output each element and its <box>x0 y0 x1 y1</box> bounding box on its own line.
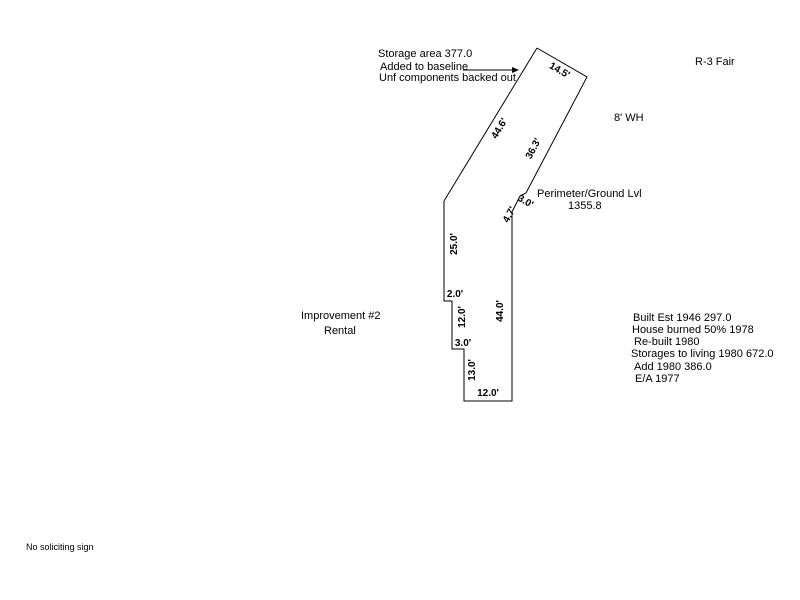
dim-left: 25.0' <box>449 233 460 255</box>
footer-note: No soliciting sign <box>26 542 94 552</box>
dim-step-top: 2.0' <box>447 289 463 300</box>
dim-step-side: 12.0' <box>457 306 468 328</box>
storage-note-3: Unf components backed out <box>379 72 516 84</box>
storage-arrow-head <box>512 67 519 73</box>
dim-notch-top: 3.0' <box>515 193 535 211</box>
dim-bottom: 12.0' <box>477 388 499 399</box>
storage-note-2: Added to baseline <box>380 61 469 73</box>
water-heater-label: 8' WH <box>614 112 644 124</box>
history-note-6: E/A 1977 <box>635 373 680 385</box>
history-note-3: Re-built 1980 <box>634 336 700 348</box>
dim-step-bottom: 3.0' <box>455 338 471 349</box>
dim-notch-side: 4.7' <box>501 205 518 225</box>
perimeter-value: 1355.8 <box>568 200 602 212</box>
history-note-4: Storages to living 1980 672.0 <box>631 348 774 360</box>
history-note-1: Built Est 1946 297.0 <box>633 312 732 324</box>
history-note-2: House burned 50% 1978 <box>632 324 754 336</box>
history-note-5: Add 1980 386.0 <box>634 361 712 373</box>
dim-upper-right: 36.3' <box>524 137 544 161</box>
improvement-use: Rental <box>324 325 356 337</box>
improvement-title: Improvement #2 <box>301 310 381 322</box>
dim-lower-left: 13.0' <box>467 359 478 381</box>
grade-label: R-3 Fair <box>695 56 735 68</box>
perimeter-label: Perimeter/Ground Lvl <box>537 188 642 200</box>
dim-top: 14.5' <box>547 61 571 81</box>
building-outline <box>443 47 588 402</box>
storage-note-1: Storage area 377.0 <box>378 48 473 60</box>
dim-right: 44.0' <box>495 300 506 322</box>
